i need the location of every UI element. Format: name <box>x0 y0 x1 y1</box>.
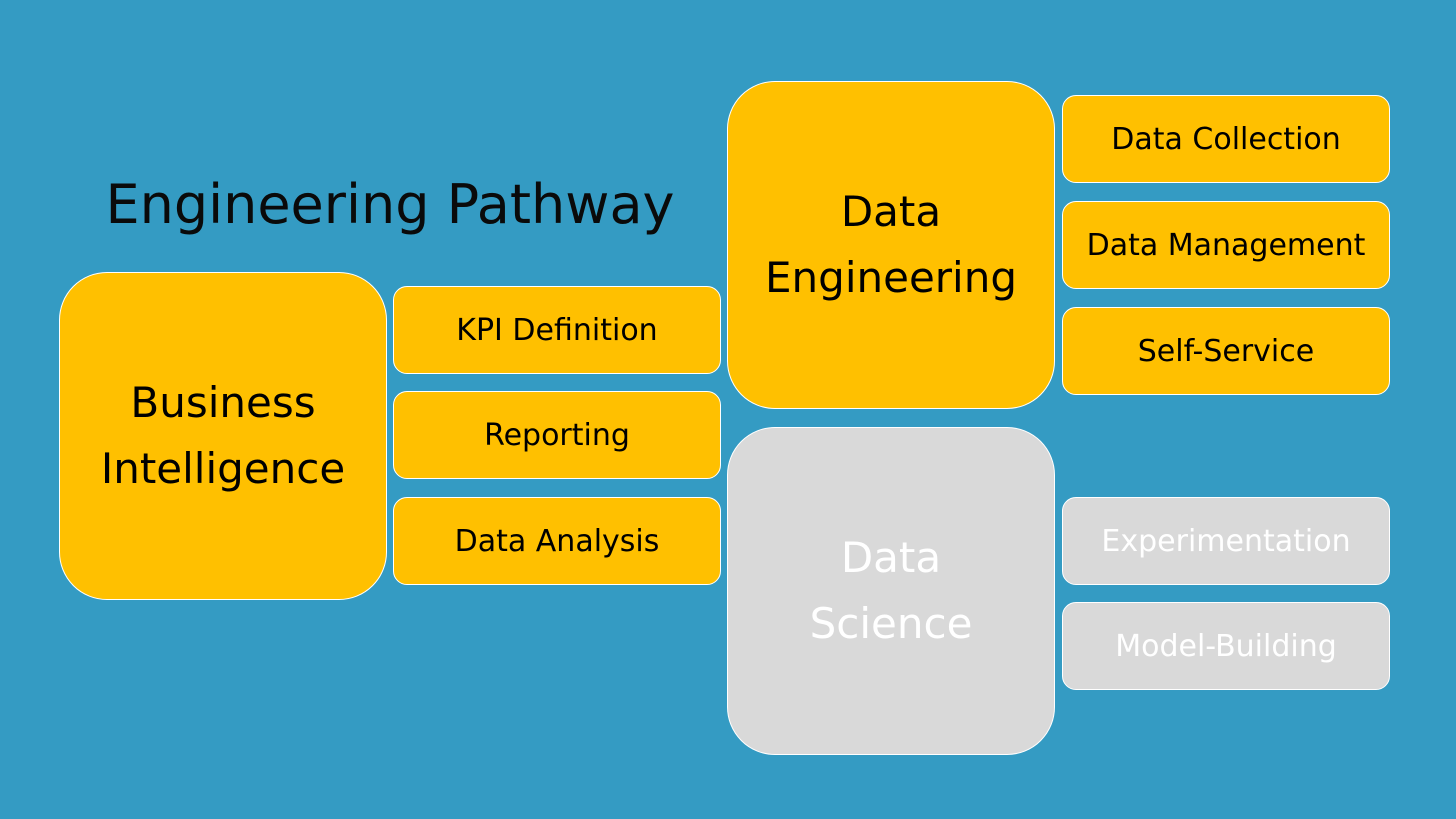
data-management-label: Data Management <box>1086 227 1366 263</box>
experimentation-box: Experimentation <box>1062 497 1390 585</box>
data-engineering-box: Data Engineering <box>727 81 1055 409</box>
data-science-box: Data Science <box>727 427 1055 755</box>
business-intelligence-box: Business Intelligence <box>59 272 387 600</box>
page-title: Engineering Pathway <box>105 173 675 236</box>
data-analysis-box: Data Analysis <box>393 497 721 585</box>
data-collection-label: Data Collection <box>1111 121 1341 157</box>
kpi-definition-box: KPI Definition <box>393 286 721 374</box>
self-service-box: Self-Service <box>1062 307 1390 395</box>
data-analysis-label: Data Analysis <box>454 523 660 559</box>
model-building-label: Model-Building <box>1115 628 1337 664</box>
data-engineering-label: Data Engineering <box>765 187 1017 302</box>
business-intelligence-label: Business Intelligence <box>100 378 346 493</box>
data-collection-box: Data Collection <box>1062 95 1390 183</box>
data-science-label: Data Science <box>809 533 973 648</box>
kpi-definition-label: KPI Definition <box>456 312 658 348</box>
reporting-box: Reporting <box>393 391 721 479</box>
self-service-label: Self-Service <box>1137 333 1315 369</box>
experimentation-label: Experimentation <box>1101 523 1351 559</box>
model-building-box: Model-Building <box>1062 602 1390 690</box>
reporting-label: Reporting <box>484 417 630 453</box>
data-management-box: Data Management <box>1062 201 1390 289</box>
